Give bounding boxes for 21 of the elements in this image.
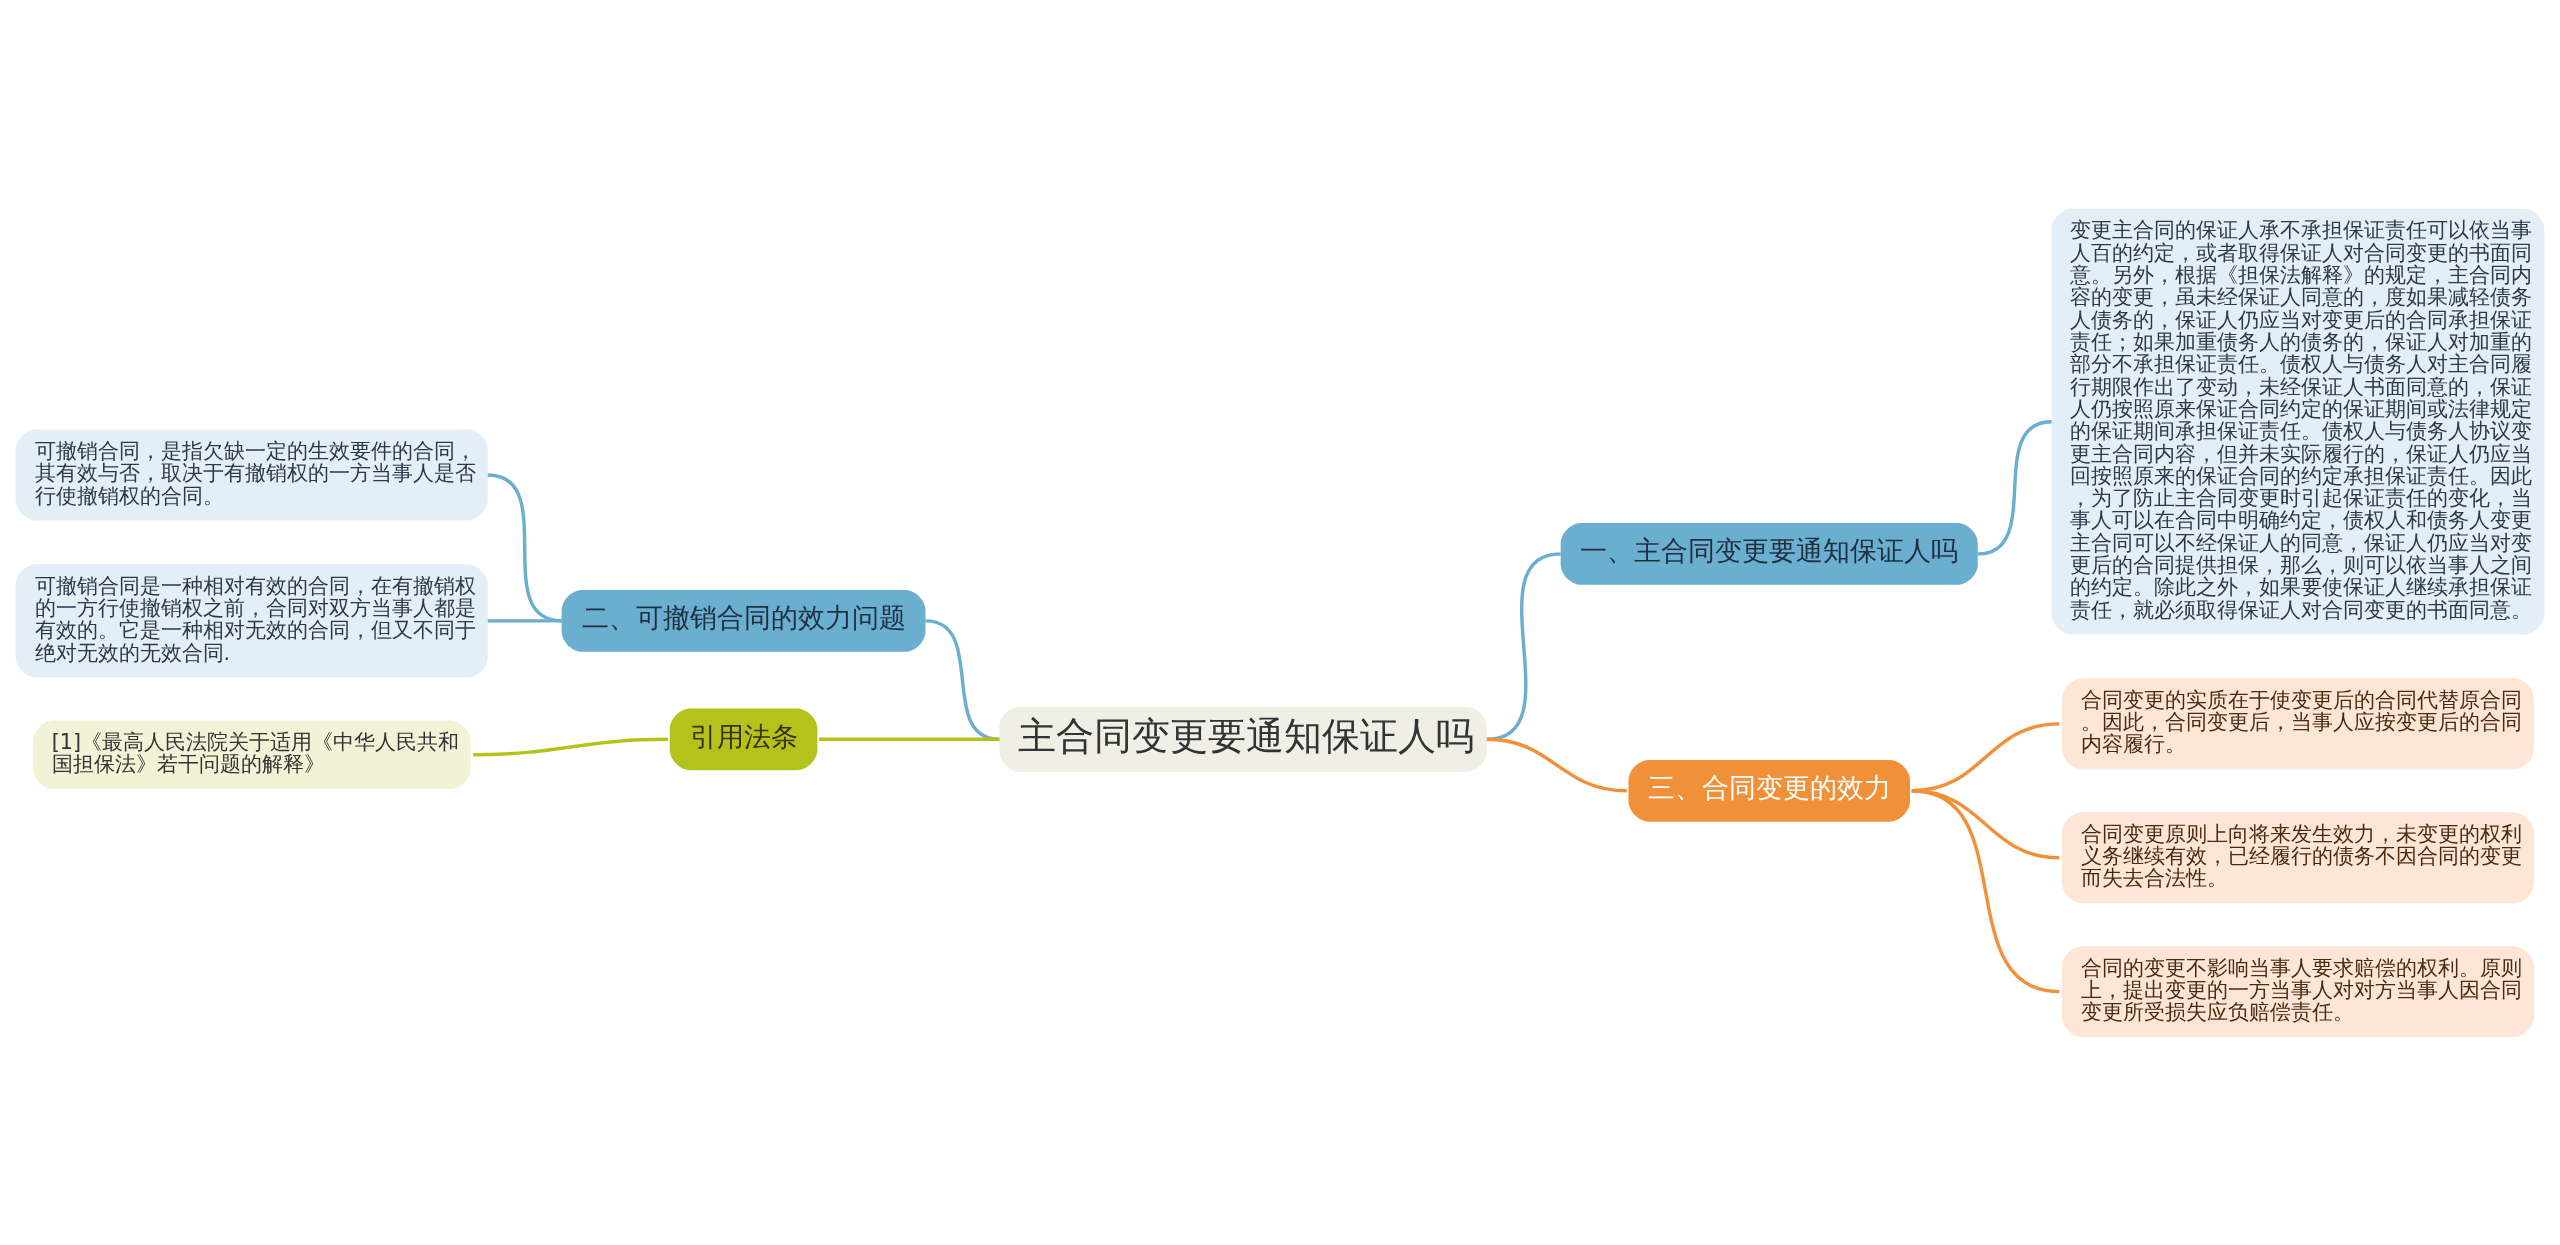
connector [925,618,1000,741]
node-box: 引用法条 [669,707,818,770]
connector [487,618,562,623]
node-box: 可撤销合同，是指欠缺一定的生效要件的合同，其有效与否，取决于有撤销权的一方当事人是否行使撤销权的合同。 [15,428,488,520]
node-box: 三、合同变更的效力 [1628,759,1910,822]
node-box: 主合同变更要通知保证人吗 [999,706,1487,772]
connector [1486,737,1627,792]
connector [1911,788,2060,993]
node-box: 合同的变更不影响当事人要求赔偿的权利。原则上，提出变更的一方当事人对对方当事人因合同变更所受损失应负赔偿责任。 [2061,945,2534,1037]
connector [1977,419,2052,556]
node-box: 二、可撤销合同的效力问题 [561,589,926,652]
node-box: 一、主合同变更要通知保证人吗 [1560,522,1978,585]
node-box: 合同变更原则上向将来发生效力，未变更的权利义务继续有效，已经履行的债务不因合同的变更而失去合法性。 [2061,811,2534,903]
node-box: 可撤销合同是一种相对有效的合同，在有撤销权的一方行使撤销权之前，合同对双方当事人都是有效的。它是一种相对无效的合同，但又不同于绝对无效的无效合同. [15,563,488,677]
node-box: 变更主合同的保证人承不承担保证责任可以依当事人百的约定，或者取得保证人对合同变更的书面同意。另外，根据《担保法解释》的规定，主合同内容的变更，虽未经保证人同意的，度如果减轻债务人债务的，保证人仍应当对变更后的合同承担保证责任；如果加重债务人的债务的，保证人对加重的部分不承担保证责任。债权人与债务人对主合同履行期限作出了变动，未经保证人书面同意的，保证人仍按照原来保证合同约定的保证期间或法律规定的保证期间承担保证责任。债权人与债务人协议变更主合同内容，但并未实际履行的，保证人仍应当回按照原来的保证合同的约定承担保证责任。因此，为了防止主合同变更时引起保证责任的变化，当事人可以在合同中明确约定，债权人和债务人变更主合同可以不经保证人的同意，保证人仍应当对变更后的合同提供担保，那么，则可以依当事人之间的约定。除此之外，如果要使保证人继续承担保证责任，就必须取得保证人对合同变更的书面同意。 [2051,208,2545,635]
node-box: 合同变更的实质在于使变更后的合同代替原合同。因此，合同变更后，当事人应按变更后的合同内容履行。 [2061,677,2534,769]
connector [1486,551,1561,741]
node-box: [1]《最高人民法院关于适用《中华人民共和国担保法》若干问题的解释》 [32,719,471,789]
connector [473,737,669,756]
connector [819,737,1000,741]
connector [487,472,562,623]
